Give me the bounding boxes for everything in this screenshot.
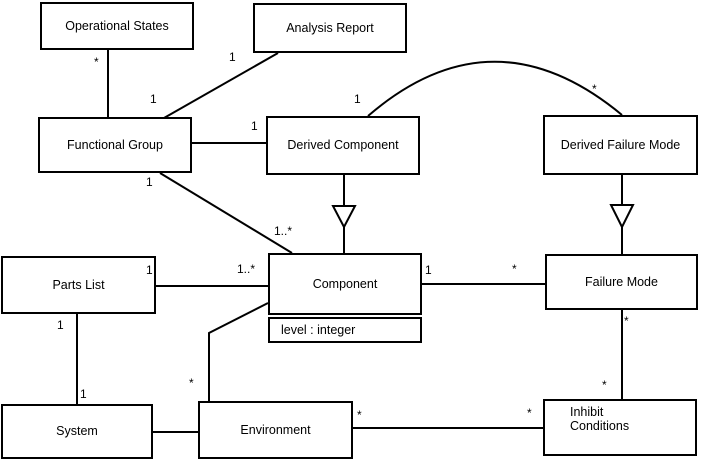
multiplicity-failure-inhibit-ic-end: * (602, 378, 607, 392)
class-derived-component[interactable]: Derived Component (266, 116, 420, 175)
generalization-triangle-icon (609, 204, 635, 230)
edge-arc-derived-component-derived-failure-mode[interactable] (367, 60, 623, 117)
multiplicity-component-environment: * (189, 376, 194, 390)
class-analysis-report[interactable]: Analysis Report (253, 3, 407, 53)
edge-functional-group-component[interactable] (159, 172, 293, 254)
multiplicity-component-failure-comp-end: 1 (425, 263, 432, 277)
component-attribute-compartment[interactable]: level : integer (268, 317, 422, 343)
multiplicity-environment-inhibit-env-end: * (357, 408, 362, 422)
multiplicity-component-failure-fm-end: * (512, 262, 517, 276)
multiplicity-arc-derived-component: 1 (354, 92, 361, 106)
class-failure-mode[interactable]: Failure Mode (545, 254, 698, 310)
multiplicity-derived-component: 1 (251, 119, 258, 133)
multiplicity-group-component-group-end: 1 (146, 175, 153, 189)
multiplicity-analysis-report: 1 (229, 50, 236, 64)
inhibit-conditions-line2: Conditions (570, 419, 630, 434)
class-environment[interactable]: Environment (198, 401, 353, 459)
class-operational-states[interactable]: Operational States (40, 2, 194, 50)
multiplicity-group-component-comp-end: 1..* (274, 224, 293, 238)
class-system[interactable]: System (1, 404, 153, 459)
edge-functional-group-analysis-report[interactable] (163, 52, 279, 119)
class-component[interactable]: Component (268, 253, 422, 315)
multiplicity-parts-system-parts-end: 1 (57, 318, 64, 332)
inhibit-conditions-line1: Inhibit (570, 405, 604, 419)
multiplicity-environment-inhibit-ic-end: * (527, 406, 532, 420)
class-functional-group[interactable]: Functional Group (38, 117, 192, 173)
multiplicity-parts-system-system-end: 1 (80, 387, 87, 401)
class-derived-failure-mode[interactable]: Derived Failure Mode (543, 115, 698, 175)
multiplicity-parts-component-comp-end: 1..* (237, 262, 256, 276)
multiplicity-failure-inhibit-fm-end: * (624, 314, 629, 328)
edge-component-environment[interactable] (208, 302, 269, 401)
multiplicity-operational-states: * (94, 55, 99, 69)
class-parts-list[interactable]: Parts List (1, 256, 156, 314)
generalization-triangle-icon (331, 205, 357, 230)
multiplicity-functional-group-os: 1 (150, 92, 157, 106)
multiplicity-parts-component-parts-end: 1 (146, 263, 153, 277)
class-inhibit-conditions[interactable]: Inhibit Conditions (543, 399, 697, 456)
multiplicity-arc-derived-failure-mode: * (592, 82, 597, 96)
